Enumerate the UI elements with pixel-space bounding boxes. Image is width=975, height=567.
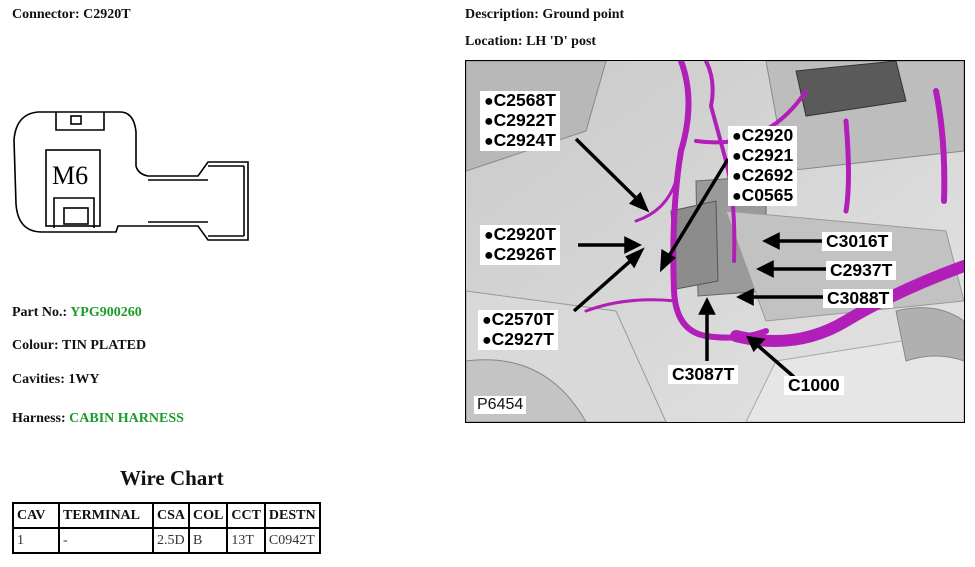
part-no-info: Part No.: YPG900260: [12, 305, 142, 321]
cell-terminal: -: [58, 527, 154, 554]
cell-col: B: [188, 527, 229, 554]
callout-c2570t: C2570T: [491, 309, 554, 329]
harness-value: CABIN HARNESS: [69, 411, 184, 426]
location-info: Location: LH 'D' post: [465, 34, 596, 50]
table-row: 1 - 2.5D B 13T C0942T: [12, 527, 321, 554]
part-no-label: Part No.:: [12, 305, 68, 320]
cell-cav: 1: [12, 527, 60, 554]
wire-chart-title: Wire Chart: [120, 466, 224, 490]
header-destn: DESTN: [263, 502, 321, 529]
callout-group-top-mid: ●C2920 ●C2921 ●C2692 ●C0565: [728, 125, 798, 206]
location-photo: ●C2568T ●C2922T ●C2924T ●C2920 ●C2921 ●C…: [465, 60, 965, 423]
callout-c3088t: C3088T: [823, 289, 894, 308]
callout-group-top-left: ●C2568T ●C2922T ●C2924T: [480, 91, 560, 151]
cavities-info: Cavities: 1WY: [12, 372, 100, 388]
callout-c2920: C2920: [741, 125, 794, 145]
description-label: Description:: [465, 7, 539, 22]
header-cav: CAV: [12, 502, 60, 529]
cavities-value: 1WY: [68, 372, 100, 387]
figure-id-label: P6454: [474, 396, 527, 414]
callout-c1000: C1000: [784, 376, 844, 395]
callout-c2921: C2921: [741, 145, 794, 165]
callout-c2927t: C2927T: [491, 329, 554, 349]
callout-c0565: C0565: [741, 185, 794, 205]
connector-label: Connector:: [12, 7, 80, 22]
callout-c2922t: C2922T: [493, 110, 556, 130]
callout-c2568t: C2568T: [493, 90, 556, 110]
colour-value: TIN PLATED: [61, 338, 147, 353]
cell-cct: 13T: [226, 527, 266, 554]
callout-c2937t: C2937T: [826, 261, 897, 280]
connector-info: Connector: C2920T: [12, 7, 131, 23]
connector-value: C2920T: [83, 7, 131, 22]
callout-c2692: C2692: [741, 165, 794, 185]
wire-chart-table: CAV TERMINAL CSA COL CCT DESTN 1 - 2.5D …: [12, 502, 321, 554]
callout-group-low-left: ●C2570T ●C2927T: [478, 310, 558, 350]
part-no-value: YPG900260: [70, 305, 142, 320]
callout-c2924t: C2924T: [493, 130, 556, 150]
colour-label: Colour:: [12, 338, 59, 353]
description-info: Description: Ground point: [465, 7, 624, 23]
harness-label: Harness:: [12, 411, 66, 426]
callout-c2926t: C2926T: [493, 244, 556, 264]
cell-destn: C0942T: [263, 527, 321, 554]
location-value: LH 'D' post: [526, 34, 597, 49]
callout-c2920t: C2920T: [493, 224, 556, 244]
stud-label: M6: [52, 161, 88, 190]
header-csa: CSA: [151, 502, 191, 529]
callout-group-mid-left: ●C2920T ●C2926T: [480, 225, 560, 265]
harness-info: Harness: CABIN HARNESS: [12, 411, 184, 427]
location-label: Location:: [465, 34, 523, 49]
callout-c3016t: C3016T: [822, 232, 893, 251]
colour-info: Colour: TIN PLATED: [12, 338, 146, 354]
cell-csa: 2.5D: [151, 527, 191, 554]
description-value: Ground point: [542, 7, 625, 22]
header-terminal: TERMINAL: [58, 502, 154, 529]
cavities-label: Cavities:: [12, 372, 65, 387]
header-cct: CCT: [226, 502, 266, 529]
connector-drawing: M6: [13, 111, 249, 241]
wire-chart-header-row: CAV TERMINAL CSA COL CCT DESTN: [12, 502, 321, 529]
header-col: COL: [188, 502, 229, 529]
callout-c3087t: C3087T: [668, 365, 739, 384]
